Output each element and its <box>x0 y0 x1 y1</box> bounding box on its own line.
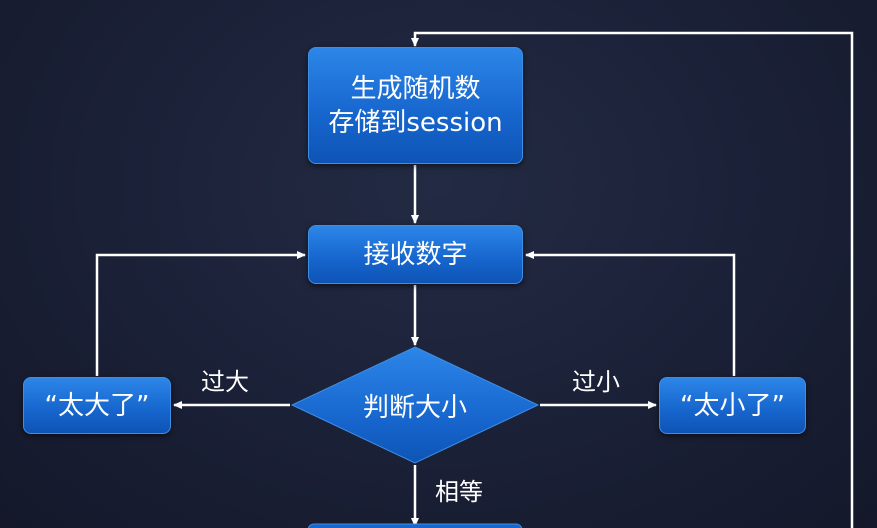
generate-line-1: 生成随机数 <box>350 73 481 104</box>
judge-label: 判断大小 <box>362 392 467 423</box>
next-step-box-partial <box>307 523 523 528</box>
receive-number-node: 接收数字 <box>308 225 523 284</box>
loop-back-connector <box>411 31 854 528</box>
judge-diamond <box>290 346 540 464</box>
edge-label-greater: 过大 <box>201 368 249 396</box>
generate-line-2: 存储到session <box>328 107 503 138</box>
edge-label-smaller: 过小 <box>572 368 620 396</box>
too-big-to-receive-arrow <box>95 251 306 376</box>
too-big-label: “太大了” <box>44 390 150 421</box>
too-small-label: “太小了” <box>680 390 785 421</box>
generate-random-node: 生成随机数 存储到session <box>308 47 523 164</box>
too-small-node: “太小了” <box>659 377 806 434</box>
too-big-node: “太大了” <box>23 377 171 434</box>
edge-label-equal: 相等 <box>435 478 483 506</box>
receive-label: 接收数字 <box>363 239 468 270</box>
too-small-to-receive-arrow <box>525 251 736 376</box>
